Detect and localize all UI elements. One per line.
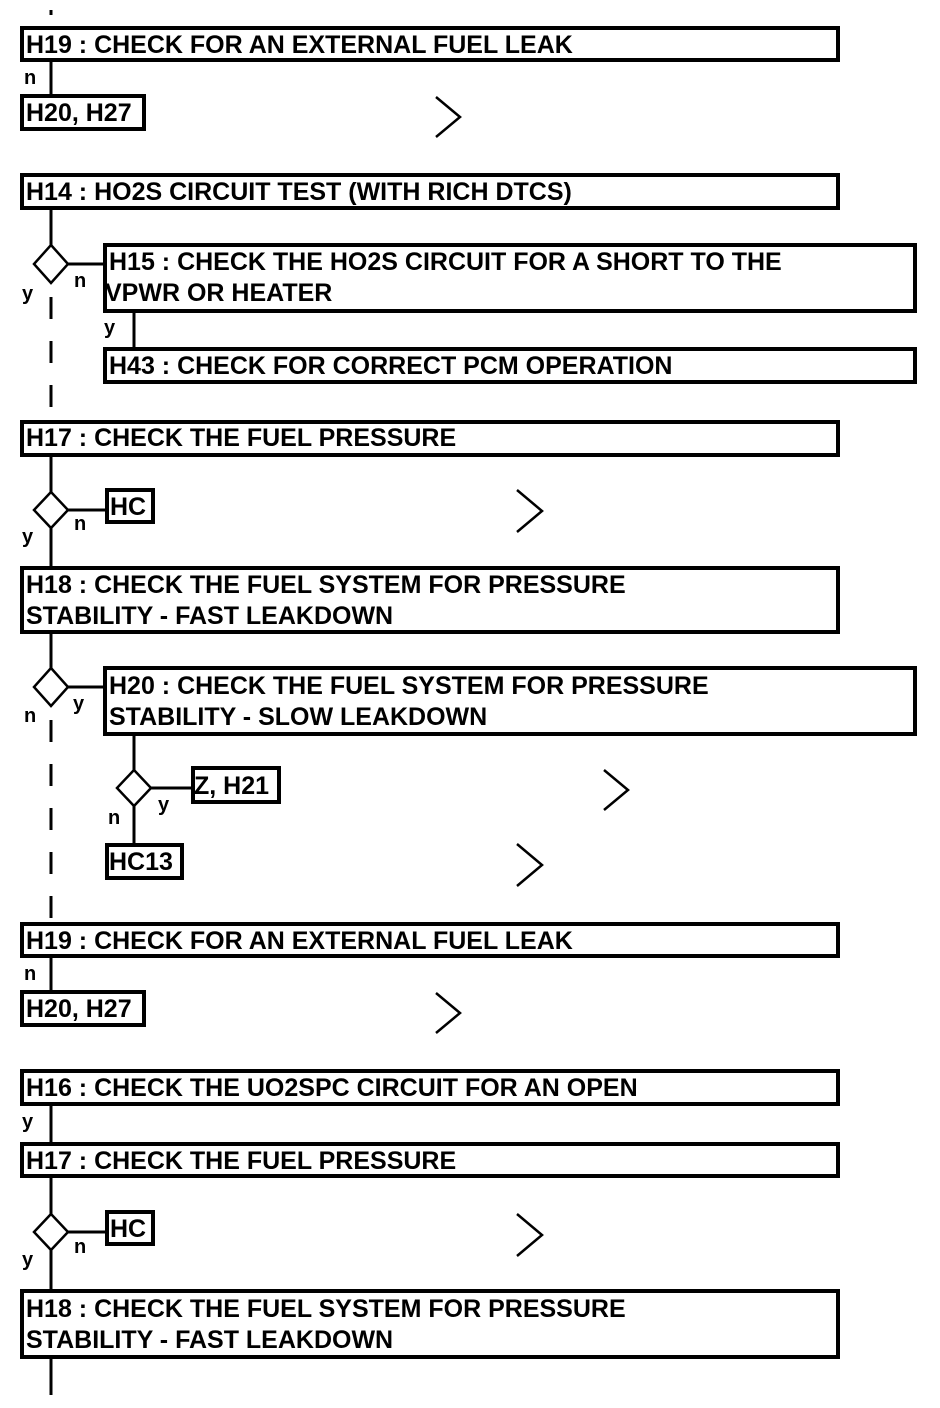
branch-label-n: n — [74, 513, 86, 535]
step-box-h20 — [103, 666, 917, 736]
decision-diamond — [32, 490, 70, 530]
continue-arrow-icon — [603, 769, 630, 811]
step-z-h21-text: Z, H21 — [194, 772, 269, 800]
step-h15-text-line2: VPWR OR HEATER — [105, 279, 332, 307]
step-h17-text: H17 : CHECK THE FUEL PRESSURE — [26, 424, 456, 452]
branch-label-n: n — [108, 807, 120, 829]
step-h14-text: H14 : HO2S CIRCUIT TEST (WITH RICH DTCS) — [26, 178, 572, 206]
branch-label-y: y — [104, 317, 116, 339]
step-box-z-h21 — [191, 766, 281, 804]
branch-label-n: n — [74, 270, 86, 292]
continue-arrow-icon — [516, 1213, 544, 1257]
step-box-hc — [105, 1210, 155, 1246]
step-box-h20-h27 — [20, 94, 146, 131]
step-box-h18 — [20, 1289, 840, 1359]
branch-label-n: n — [24, 963, 36, 985]
continue-arrow-icon — [516, 843, 544, 887]
branch-label-y: y — [73, 693, 85, 715]
step-box-h17 — [20, 420, 840, 457]
step-hc-text: HC — [110, 493, 146, 521]
step-h17-text: H17 : CHECK THE FUEL PRESSURE — [26, 1147, 456, 1175]
decision-diamond — [32, 666, 70, 708]
step-box-h15 — [103, 243, 917, 313]
step-box-h20-h27 — [20, 990, 146, 1027]
step-box-h14 — [20, 173, 840, 210]
step-h18-text-line2: STABILITY - FAST LEAKDOWN — [26, 1326, 393, 1354]
continue-arrow-icon — [435, 96, 462, 138]
step-hc-text: HC — [110, 1215, 146, 1243]
branch-label-n: n — [24, 67, 36, 89]
step-h18-text-line1: H18 : CHECK THE FUEL SYSTEM FOR PRESSURE — [26, 1295, 626, 1323]
step-h20-h27-text: H20, H27 — [26, 995, 132, 1023]
branch-label-y: y — [22, 1111, 34, 1133]
step-box-h16 — [20, 1069, 840, 1106]
step-h18-text-line2: STABILITY - FAST LEAKDOWN — [26, 602, 393, 630]
step-h20-h27-text: H20, H27 — [26, 99, 132, 127]
step-box-h43 — [103, 347, 917, 384]
continue-arrow-icon — [435, 992, 462, 1034]
step-h15-text-line1: H15 : CHECK THE HO2S CIRCUIT FOR A SHORT… — [109, 248, 782, 276]
step-h43-text: H43 : CHECK FOR CORRECT PCM OPERATION — [109, 352, 672, 380]
step-box-hc13 — [105, 843, 184, 880]
branch-label-y: y — [22, 526, 34, 548]
step-h19-text: H19 : CHECK FOR AN EXTERNAL FUEL LEAK — [26, 927, 573, 955]
decision-diamond — [115, 768, 153, 808]
step-hc13-text: HC13 — [109, 848, 173, 876]
step-h16-text: H16 : CHECK THE UO2SPC CIRCUIT FOR AN OP… — [26, 1074, 638, 1102]
decision-diamond — [32, 1212, 70, 1252]
branch-label-y: y — [22, 1249, 34, 1271]
step-box-h19 — [20, 26, 840, 62]
step-h20-text-line1: H20 : CHECK THE FUEL SYSTEM FOR PRESSURE — [109, 672, 709, 700]
step-box-h17 — [20, 1142, 840, 1178]
step-box-hc — [105, 488, 155, 524]
branch-label-n: n — [24, 705, 36, 727]
branch-label-n: n — [74, 1236, 86, 1258]
step-h19-text: H19 : CHECK FOR AN EXTERNAL FUEL LEAK — [26, 31, 573, 59]
step-h20-text-line2: STABILITY - SLOW LEAKDOWN — [109, 703, 487, 731]
step-h18-text-line1: H18 : CHECK THE FUEL SYSTEM FOR PRESSURE — [26, 571, 626, 599]
decision-diamond — [32, 243, 70, 285]
continue-arrow-icon — [516, 489, 544, 533]
step-box-h18 — [20, 566, 840, 634]
branch-label-y: y — [22, 283, 34, 305]
step-box-h19 — [20, 922, 840, 958]
branch-label-y: y — [158, 794, 170, 816]
